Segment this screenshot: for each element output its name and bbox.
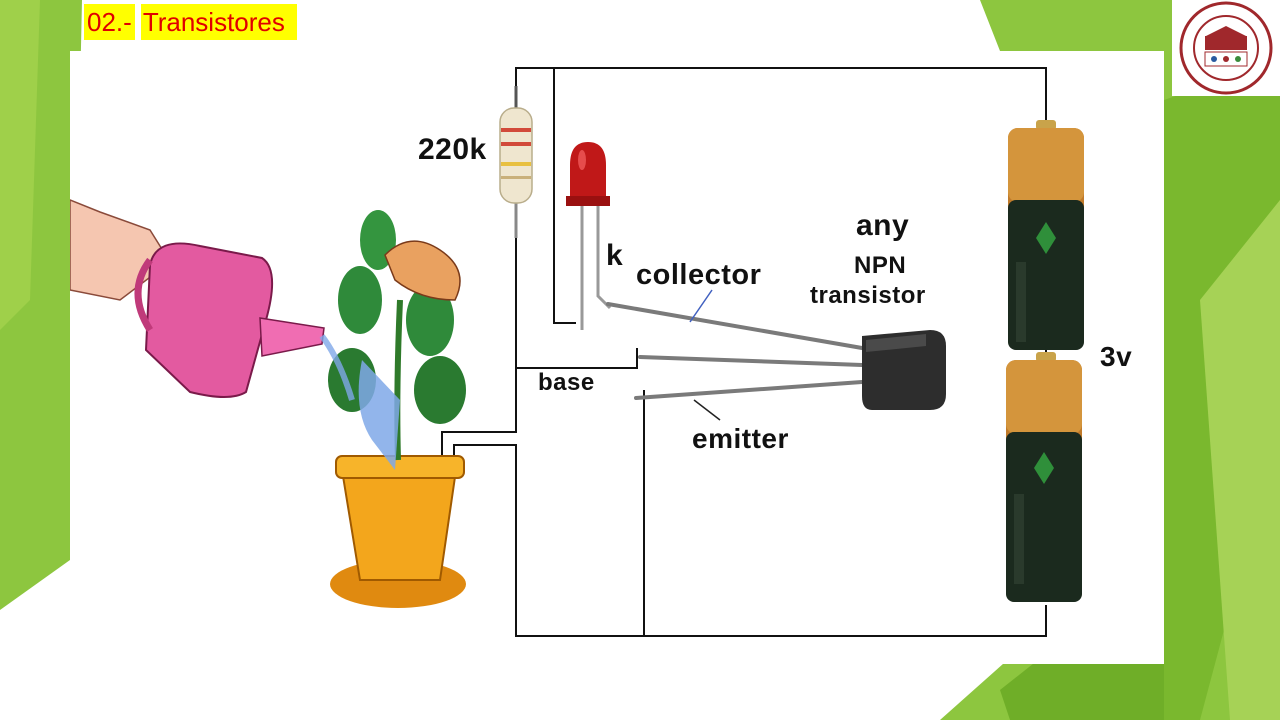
slide-title-text: Transistores [140,4,297,40]
slide-number: 02.- [84,4,135,40]
university-logo [1172,0,1280,96]
transistor-label-line1: any [856,209,910,242]
led-label: k [606,239,624,272]
battery-icon [1006,352,1082,602]
base-label: base [538,369,595,396]
resistor-icon [499,86,533,238]
transistor-icon [862,330,946,410]
plant-pot-icon [328,210,466,608]
emitter-label: emitter [692,423,789,454]
collector-label: collector [636,259,762,291]
diagram-panel: 220k k collector any NPN transistor base… [69,51,1164,664]
transistor-label-line2: NPN [854,252,907,279]
led-icon [566,142,612,330]
voltage-label: 3v [1100,341,1133,372]
battery-icon [1008,120,1084,350]
circuit-diagram [69,67,1084,637]
slide-title: 02.- Transistores [84,4,297,40]
watering-can-icon [69,198,355,401]
seal-icon [1179,1,1273,95]
resistor-label: 220k [418,133,487,166]
transistor-label-line3: transistor [810,282,926,309]
